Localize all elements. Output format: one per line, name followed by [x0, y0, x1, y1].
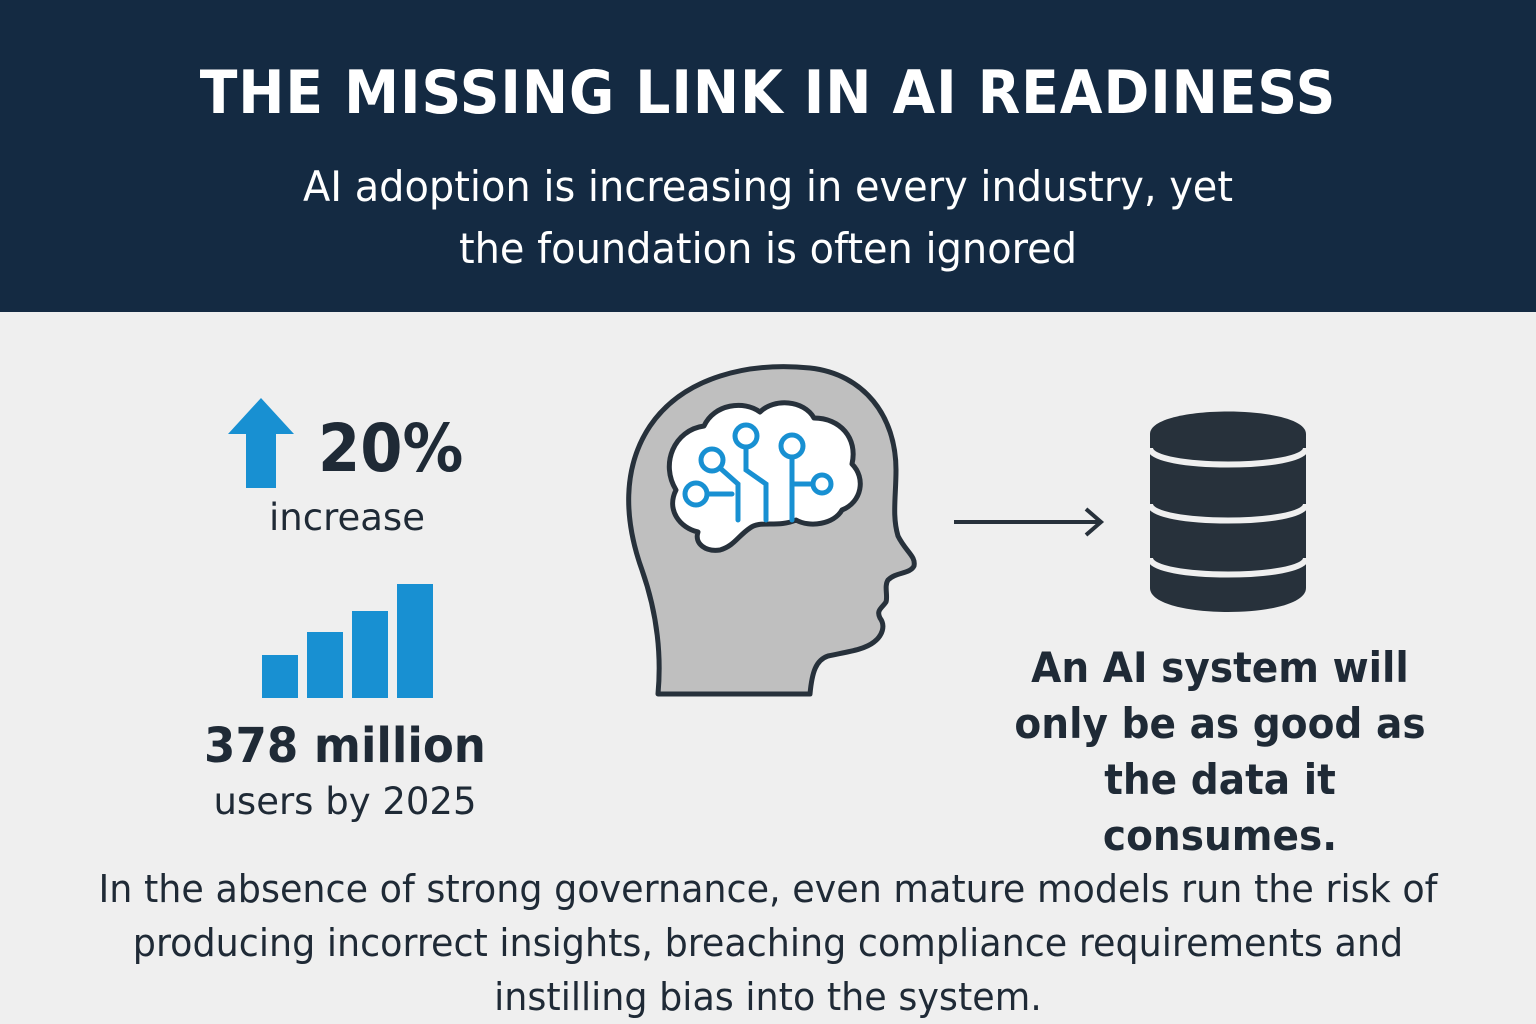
page-title: THE MISSING LINK IN AI READINESS — [199, 58, 1337, 128]
bar-icon-bar — [397, 584, 433, 698]
growth-stat-label: increase — [269, 496, 425, 539]
database-icon — [1147, 408, 1309, 618]
governance-note: In the absence of strong governance, eve… — [98, 867, 1438, 1019]
right-arrow-icon — [950, 504, 1110, 544]
bar-chart-icon — [262, 582, 438, 704]
bar-icon-bar — [262, 655, 298, 698]
brain-head-icon — [620, 360, 930, 704]
bar-icon-bar — [352, 611, 388, 698]
up-arrow-icon — [226, 396, 296, 494]
data-quality-statement: An AI system will only be as good as the… — [1014, 643, 1426, 860]
users-stat-value: 378 million — [204, 718, 486, 774]
page-subtitle: AI adoption is increasing in every indus… — [302, 162, 1234, 273]
header-banner: THE MISSING LINK IN AI READINESS AI adop… — [0, 0, 1536, 312]
users-stat-label: users by 2025 — [213, 780, 477, 823]
bar-icon-bar — [307, 632, 343, 698]
growth-stat-value: 20% — [318, 410, 464, 487]
